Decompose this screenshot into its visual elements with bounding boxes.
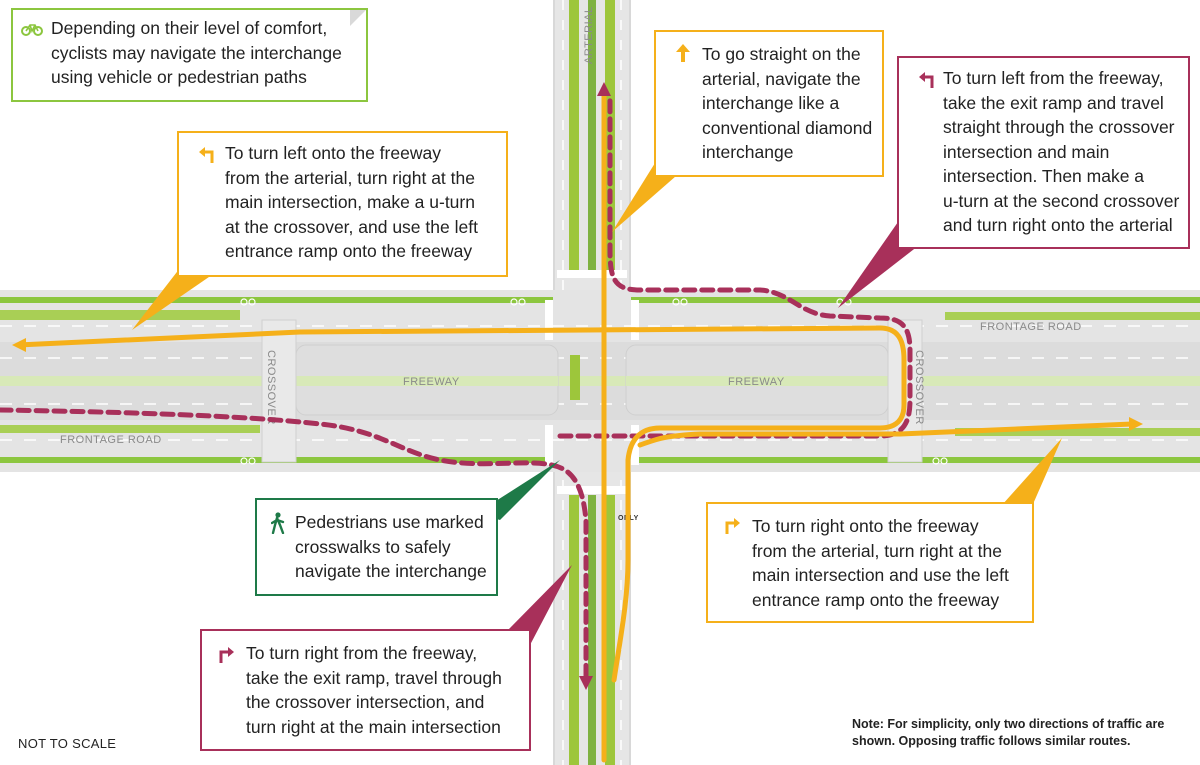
- not-to-scale-label: NOT TO SCALE: [18, 736, 117, 751]
- pointer-right-onto-freeway: [1002, 438, 1062, 520]
- freeway-label-left: FREEWAY: [403, 376, 460, 388]
- right-onto-freeway-text-line-3: main intersection and use the left: [752, 565, 1009, 585]
- straight-text-line-4: conventional diamond: [702, 117, 873, 138]
- right-from-freeway-text-line-2: take the exit ramp, travel through: [246, 667, 502, 688]
- turn-left-arrow-icon: [199, 145, 215, 168]
- bicycle-icon: [21, 22, 43, 41]
- pointer-right-from-freeway: [508, 565, 572, 645]
- straight-text-line-3: interchange like a: [702, 93, 840, 113]
- left-onto-freeway-text-line-4: at the crossover, and use the left: [225, 216, 478, 237]
- left-from-freeway-text-line-3: straight through the crossover: [943, 117, 1175, 137]
- pedestrians-text-line-1: Pedestrians use marked: [295, 512, 484, 532]
- crossover-label-right: CROSSOVER: [913, 350, 925, 425]
- straight-text-line-5: interchange: [702, 142, 794, 162]
- left-onto-freeway-text-line-1: To turn left onto the freeway: [225, 143, 441, 163]
- callout-left-onto-freeway: To turn left onto the freeway from the a…: [177, 131, 508, 277]
- straight-text-line-2: arterial, navigate the: [702, 68, 861, 89]
- route-arrowhead-north: [597, 82, 611, 96]
- arterial-label: ARTERIAL: [583, 6, 595, 64]
- freeway-label-right: FREEWAY: [728, 376, 785, 388]
- pedestrians-text-line-2: crosswalks to safely: [295, 536, 451, 557]
- callout-right-onto-freeway: To turn right onto the freeway from the …: [706, 502, 1034, 623]
- right-onto-freeway-text-line-4: entrance ramp onto the freeway: [752, 589, 1000, 610]
- callout-left-from-freeway: To turn left from the freeway, take the …: [897, 56, 1190, 249]
- pedestrians-text-line-3: navigate the interchange: [295, 561, 487, 581]
- left-from-freeway-text-line-2: take the exit ramp and travel: [943, 92, 1164, 113]
- left-from-freeway-text-line-7: and turn right onto the arterial: [943, 215, 1173, 235]
- left-from-freeway-text-line-6: u-turn at the second crossover: [943, 190, 1180, 211]
- bike-lane-symbols: [240, 298, 948, 465]
- footnote: Note: For simplicity, only two direction…: [852, 717, 1165, 748]
- turn-right-arrow-icon: [218, 645, 234, 668]
- right-onto-freeway-text-line-2: from the arterial, turn right at the: [752, 540, 1002, 561]
- straight-text-line-1: To go straight on the: [702, 44, 861, 64]
- left-onto-freeway-text-line-5: entrance ramp onto the freeway: [225, 241, 473, 261]
- cyclists-text-line-3: using vehicle or pedestrian paths: [51, 67, 307, 87]
- left-from-freeway-text-line-1: To turn left from the freeway,: [943, 68, 1164, 88]
- callout-pedestrians: Pedestrians use marked crosswalks to saf…: [255, 498, 498, 596]
- left-onto-freeway-text-line-3: main intersection, make a u-turn: [225, 192, 475, 212]
- crossover-left: [261, 319, 297, 463]
- route-arrowhead-west: [12, 338, 26, 352]
- turn-right-arrow-icon: [724, 516, 740, 539]
- straight-arrow-icon: [676, 44, 690, 67]
- freeway-band: [0, 342, 1200, 420]
- cyclists-text-line-2: cyclists may navigate the interchange: [51, 42, 342, 63]
- left-from-freeway-text-line-4: intersection and main: [943, 141, 1110, 162]
- pointer-left-onto-freeway: [132, 268, 222, 330]
- route-freeway-exit: [0, 92, 913, 683]
- pedestrian-icon: [270, 512, 285, 539]
- cyclists-text-line-1: Depending on their level of comfort,: [51, 18, 328, 38]
- frontage-road-top: [0, 290, 1200, 342]
- frontage-road-label-top: FRONTAGE ROAD: [980, 321, 1082, 333]
- route-arrowhead-east: [1129, 417, 1143, 431]
- right-from-freeway-text-line-3: the crossover intersection, and: [246, 692, 485, 712]
- route-arrowhead-south: [579, 676, 593, 690]
- right-onto-freeway-text-line-1: To turn right onto the freeway: [752, 516, 979, 536]
- right-from-freeway-text-line-1: To turn right from the freeway,: [246, 643, 478, 663]
- frontage-road-label-bottom: FRONTAGE ROAD: [60, 434, 162, 446]
- turn-left-arrow-icon: [919, 70, 935, 93]
- callout-cyclists: Depending on their level of comfort, cyc…: [11, 8, 368, 102]
- callout-right-from-freeway: To turn right from the freeway, take the…: [200, 629, 531, 751]
- right-from-freeway-text-line-4: turn right at the main intersection: [246, 716, 501, 737]
- route-arterial: [15, 92, 1135, 763]
- left-from-freeway-text-line-5: intersection. Then make a: [943, 166, 1145, 186]
- callout-straight: To go straight on the arterial, navigate…: [654, 30, 884, 177]
- crossover-label-left: CROSSOVER: [265, 350, 277, 425]
- crosswalks: [545, 270, 639, 494]
- left-onto-freeway-text-line-2: from the arterial, turn right at the: [225, 167, 475, 188]
